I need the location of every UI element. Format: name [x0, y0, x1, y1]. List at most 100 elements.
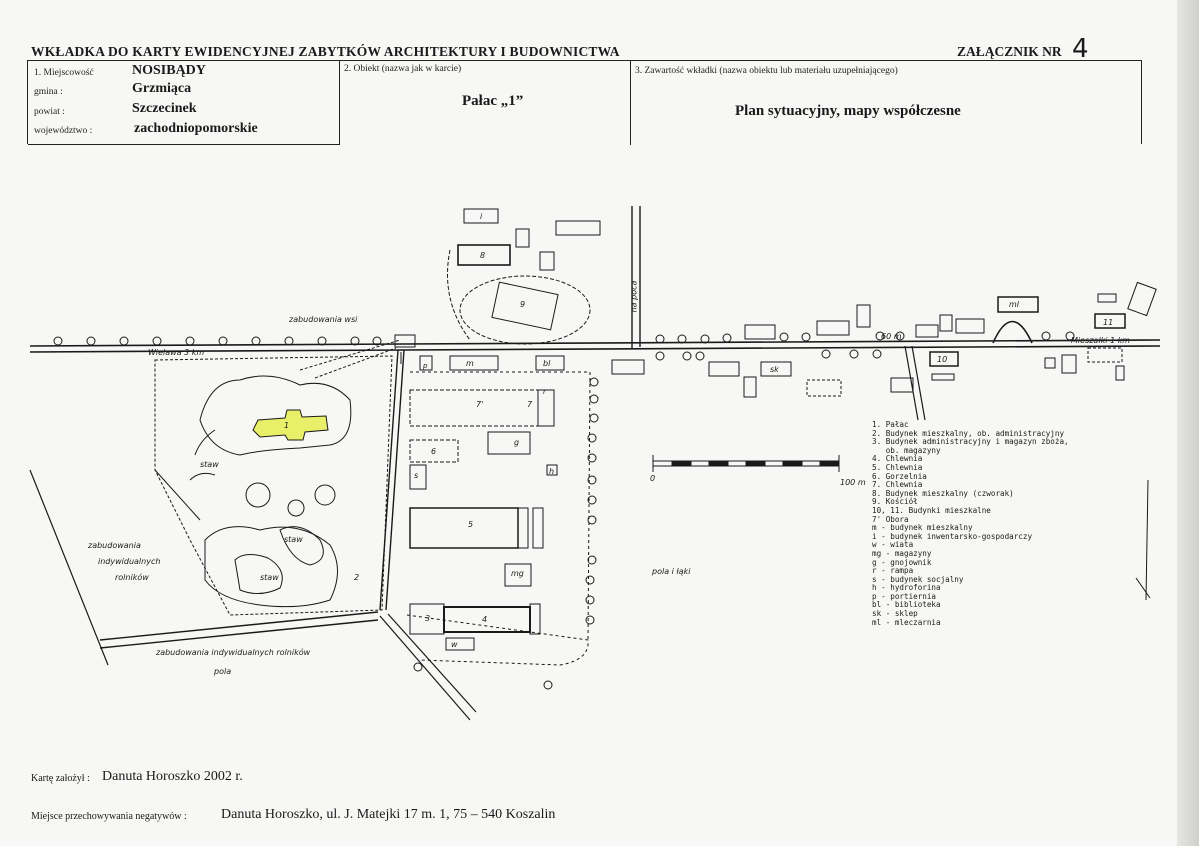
building-1-label: 1	[284, 421, 290, 430]
building-6-label: 6	[431, 447, 437, 456]
form-bottom-line	[28, 144, 339, 145]
building-3-label: 3	[425, 614, 431, 623]
form-separator	[339, 61, 340, 145]
label-rolnikow-left: rolników	[115, 573, 149, 582]
document-title: WKŁADKA DO KARTY EWIDENCYJNEJ ZABYTKÓW A…	[31, 44, 620, 59]
label-zabudowania-left: zabudowania	[88, 541, 141, 550]
card-author-label: Kartę założył :	[31, 773, 90, 784]
scale-100: 100 m	[840, 478, 866, 487]
building-i-label: i	[480, 212, 483, 221]
label-wielawa: Wielawa 3 km	[148, 348, 205, 357]
powiat-label: powiat :	[34, 107, 65, 117]
building-ml-label: ml	[1009, 300, 1020, 309]
building-s-label: s	[414, 471, 419, 480]
building-2-label: 2	[354, 573, 360, 582]
legend-item: 7. Chlewnia	[872, 480, 923, 490]
building-11-label: 11	[1103, 318, 1114, 327]
north-buildings	[457, 208, 601, 271]
building-bl-label: bl	[543, 359, 551, 368]
margin-mark	[1145, 479, 1149, 601]
east-road	[904, 320, 1033, 421]
wojewodztwo-value: zachodniopomorskie	[134, 121, 258, 136]
legend-item: ml - mleczarnia	[872, 617, 941, 627]
label-staw: staw	[260, 573, 279, 582]
legend-item: h - hydroforina	[872, 583, 941, 593]
north-road	[631, 206, 641, 348]
legend-item: r - rampa	[872, 566, 914, 576]
legend-item: mg - magazyny	[872, 548, 932, 558]
legend-item: 9. Kościół	[872, 497, 918, 507]
building-w-label: w	[451, 640, 458, 649]
locality-label: 1. Miejscowość	[34, 68, 94, 78]
legend-item: 2. Budynek mieszkalny, ob. administracyj…	[872, 428, 1065, 438]
label-indywidualnych-left: indywidualnych	[98, 557, 161, 566]
legend-item: 6. Gorzelnia	[872, 471, 927, 481]
powiat-value: Szczecinek	[132, 101, 197, 116]
page-edge	[1177, 0, 1199, 846]
label-pola: pola	[214, 667, 232, 676]
building-p-label: p	[423, 362, 428, 370]
label-staw: staw	[200, 460, 219, 469]
locality-value: NOSIBĄDY	[132, 63, 206, 78]
park-boundary	[154, 339, 401, 616]
legend-item: g - gnojownik	[872, 557, 932, 567]
church-enclosure	[447, 249, 591, 345]
building-5-label: 5	[468, 520, 474, 529]
legend-item: sk - sklep	[872, 609, 918, 619]
building-g-label: g	[514, 438, 520, 447]
building-mg-label: mg	[511, 569, 524, 578]
attachment-number: 4	[1072, 34, 1089, 64]
east-buildings	[611, 281, 1157, 398]
legend-item: 3. Budynek administracyjny i magazyn zbo…	[872, 437, 1069, 447]
card-author-value: Danuta Horoszko 2002 r.	[102, 769, 243, 784]
legend-item: 8. Budynek mieszkalny (czworak)	[872, 488, 1014, 498]
scale-bar	[652, 455, 840, 472]
scale-zero: 0	[650, 474, 656, 483]
margin-mark	[1135, 577, 1151, 599]
legend-item: m - budynek mieszkalny	[872, 523, 973, 533]
label-mieszalki: Mieszałki 1 km	[1071, 336, 1131, 345]
building-8-label: 8	[480, 251, 486, 260]
content-label: 3. Zawartość wkładki (nazwa obiektu lub …	[635, 66, 898, 76]
legend-item: 4. Chlewnia	[872, 454, 923, 464]
legend-item: bl - biblioteka	[872, 600, 941, 610]
arrow-box	[394, 334, 416, 348]
building-10-label: 10	[937, 355, 948, 364]
farm-buildings	[409, 355, 565, 651]
legend-item: w - wiata	[872, 540, 914, 550]
palace-building	[252, 409, 329, 441]
form-table: 1. Miejscowość NOSIBĄDY gmina : Grzmiąca…	[27, 60, 1142, 145]
building-4-label: 4	[482, 615, 488, 624]
legend-item: 1. Pałac	[872, 420, 909, 429]
gmina-label: gmina :	[34, 87, 63, 97]
negatives-location-value: Danuta Horoszko, ul. J. Matejki 17 m. 1,…	[221, 807, 556, 822]
bottom-road	[29, 469, 477, 721]
building-7prime-label: 7'	[476, 400, 484, 409]
legend-item: s - budynek socjalny	[872, 574, 964, 584]
legend-item: i - budynek inwentarsko-gospodarczy	[872, 531, 1033, 541]
legend-item: 5. Chlewnia	[872, 462, 923, 472]
object-label: 2. Obiekt (nazwa jak w karcie)	[344, 64, 462, 74]
wojewodztwo-label: województwo :	[34, 126, 93, 136]
label-zabudowania-bottom: zabudowania indywidualnych rolników	[156, 648, 311, 657]
content-value: Plan sytuacyjny, mapy współczesne	[735, 103, 961, 119]
building-sk-label: sk	[770, 365, 779, 374]
building-7-label: 7	[527, 400, 533, 409]
form-separator	[630, 61, 631, 145]
building-h-label: h	[549, 467, 555, 476]
main-road	[29, 339, 1161, 353]
building-m-label: m	[466, 359, 474, 368]
legend-item: p - portiernia	[872, 591, 937, 601]
building-r-label: r	[543, 388, 546, 396]
label-60m: 60 m	[881, 332, 902, 341]
legend-item: 7' Obora	[872, 514, 909, 524]
building-9-label: 9	[520, 300, 526, 309]
legend-item: 10, 11. Budynki mieszkalne	[872, 505, 991, 515]
roadside-trees	[53, 331, 1075, 690]
object-value: Pałac „1”	[462, 93, 524, 109]
attachment-label: ZAŁĄCZNIK NR	[957, 44, 1062, 59]
